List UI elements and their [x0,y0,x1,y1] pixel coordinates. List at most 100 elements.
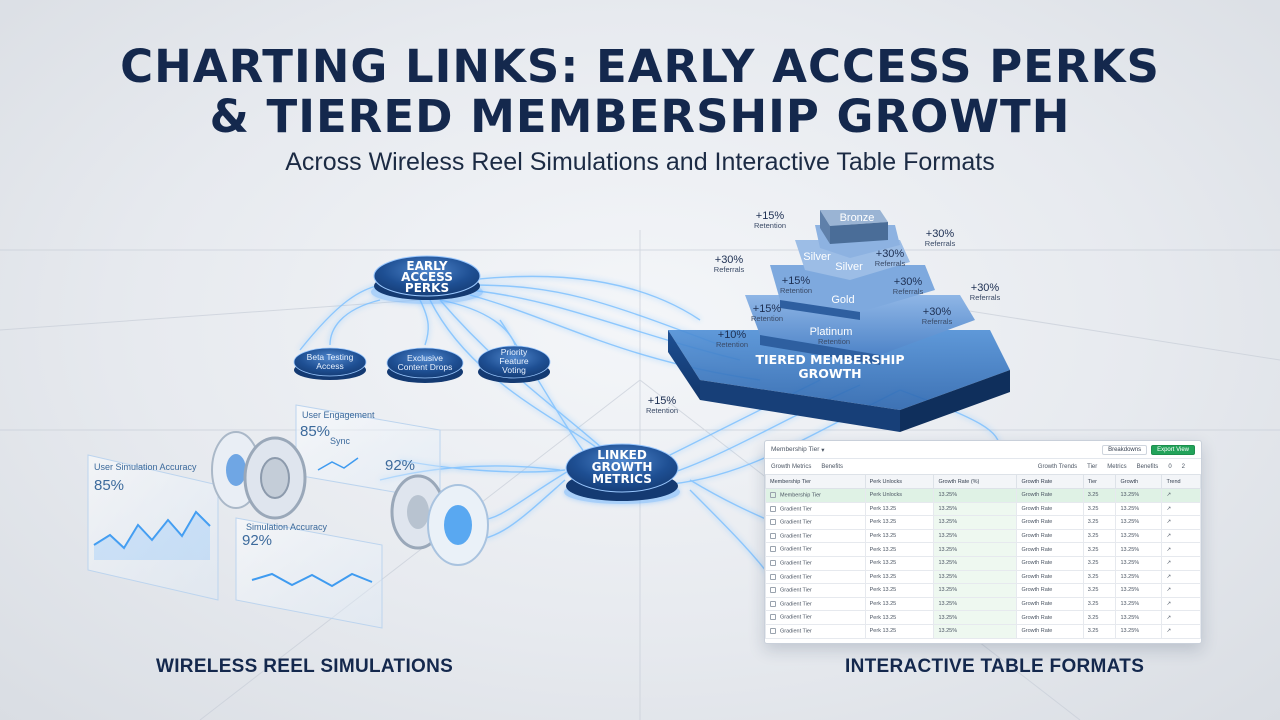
reel-pair-right[interactable] [390,474,489,566]
table-cell: 13.25% [1115,569,1163,585]
column-growth[interactable]: Growth [1115,474,1163,489]
table-cell: 3.25 [1082,515,1117,530]
membership-tier-dropdown[interactable]: Membership Tier [771,446,820,453]
column-growth-rate[interactable]: Growth Rate [1016,474,1084,489]
table-cell: 13.25% [1115,596,1163,612]
trend-arrow-icon[interactable]: ↗ [1161,488,1201,503]
table-cell: 13.25% [1115,610,1163,625]
trend-arrow-icon[interactable]: ↗ [1161,501,1201,517]
trend-arrow-icon[interactable]: ↗ [1161,583,1201,598]
column-membership-tier[interactable]: Membership Tier [765,474,866,489]
table-cell: Gradient Tier [765,569,866,585]
table-cell: 13.25% [933,528,1018,544]
row-checkbox[interactable] [770,546,776,553]
page-indicator-0[interactable]: 0 [1168,463,1172,470]
trend-arrow-icon[interactable]: ↗ [1161,623,1201,639]
reel-pair-left[interactable] [211,431,307,520]
row-checkbox[interactable] [770,492,776,499]
svg-text:+30%: +30% [876,248,905,260]
row-checkbox[interactable] [770,600,776,607]
column-trend[interactable]: Trend [1161,474,1201,489]
panel4-value: 92% [385,457,415,474]
column-tier[interactable]: Tier [1082,474,1117,489]
svg-text:Referrals: Referrals [922,317,953,326]
panel3-value: 92% [242,532,272,549]
row-checkbox[interactable] [770,560,776,567]
table-row-highlighted[interactable]: Membership Tier Perk Unlocks 13.25% Grow… [765,488,1201,503]
priority-voting-node[interactable]: Priority Feature Voting [477,345,551,383]
trend-arrow-icon[interactable]: ↗ [1161,515,1201,530]
trend-arrow-icon[interactable]: ↗ [1161,555,1201,571]
svg-text:Referrals: Referrals [714,265,745,274]
panel1-label: User Simulation Accuracy [94,462,197,472]
filter-tier[interactable]: Tier [1087,463,1098,470]
exclusive-content-node[interactable]: Exclusive Content Drops [386,347,464,383]
trend-arrow-icon[interactable]: ↗ [1161,596,1201,612]
table-cell: Perk 13.25 [864,528,935,544]
filter-metrics[interactable]: Metrics [1107,463,1127,470]
early-access-line-2: ACCESS [401,270,453,284]
annotation-retention-gold: +15%Retention [780,275,812,295]
table-cell: Perk 13.25 [864,542,935,557]
row-checkbox[interactable] [770,505,776,512]
row-checkbox[interactable] [770,519,776,526]
beta-testing-node[interactable]: Beta Testing Access [293,347,367,380]
svg-text:Retention: Retention [754,221,786,230]
trend-arrow-icon[interactable]: ↗ [1161,528,1201,544]
tab-growth-metrics[interactable]: Growth Metrics [771,463,812,470]
table-cell: Perk 13.25 [864,623,935,639]
table-cell: 3.25 [1082,501,1117,517]
early-access-perks-node[interactable]: EARLY ACCESS PERKS [371,255,483,304]
page-title-line-1: CHARTING LINKS: EARLY ACCESS PERKS [120,40,1160,93]
table-cell: Gradient Tier [765,528,866,544]
column-growth-rate-pct[interactable]: Growth Rate (%) [933,474,1018,489]
filter-benefits[interactable]: Benefits [1136,463,1159,470]
row-checkbox[interactable] [770,573,776,580]
row-checkbox[interactable] [770,587,776,594]
table-cell: 13.25% [1115,583,1163,598]
table-cell: 13.25% [1115,623,1163,639]
filter-growth-trends[interactable]: Growth Trends [1037,463,1078,470]
membership-data-table[interactable]: Membership Tier ▾ Breakdowns Export View… [764,440,1202,644]
table-cell: 13.25% [933,583,1018,598]
table-cell: 3.25 [1082,623,1117,639]
table-cell: 3.25 [1082,488,1117,503]
beta-testing-line-2: Access [316,361,343,371]
breakdowns-button[interactable]: Breakdowns [1102,444,1148,455]
table-cell: Perk 13.25 [864,555,935,571]
row-checkbox[interactable] [770,614,776,621]
annotation-retention-base: +10%Retention [716,329,748,349]
trend-arrow-icon[interactable]: ↗ [1161,542,1201,557]
column-perk-unlocks[interactable]: Perk Unlocks [864,474,935,489]
row-checkbox[interactable] [770,628,776,634]
linked-growth-metrics-node[interactable]: LINKED GROWTH METRICS [564,443,680,504]
trend-arrow-icon[interactable]: ↗ [1161,569,1201,585]
svg-text:Referrals: Referrals [893,287,924,296]
chevron-down-icon[interactable]: ▾ [819,446,825,454]
page-indicator-2[interactable]: 2 [1181,463,1185,470]
trend-arrow-icon[interactable]: ↗ [1161,610,1201,625]
table-cell: Perk 13.25 [864,583,935,598]
table-cell: Growth Rate [1016,501,1084,517]
early-access-line-3: PERKS [405,281,449,295]
table-cell: Growth Rate [1016,569,1084,585]
table-cell: 3.25 [1082,596,1117,612]
exclusive-content-line-2: Content Drops [398,362,453,372]
table-cell: 13.25% [1115,488,1163,503]
tab-benefits[interactable]: Benefits [821,463,844,470]
table-cell: 13.25% [933,596,1018,612]
export-view-button[interactable]: Export View [1151,444,1195,455]
row-checkbox[interactable] [770,532,776,539]
svg-text:+30%: +30% [923,306,952,318]
